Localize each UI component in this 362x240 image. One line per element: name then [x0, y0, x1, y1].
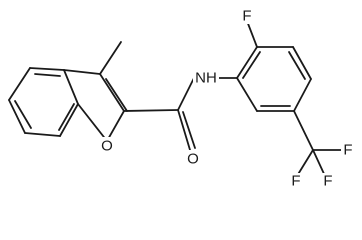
- cf3-fluorine-label: F: [343, 142, 352, 159]
- atom-label-cf3-fluorine-3: F: [321, 173, 335, 190]
- atom-label-cf3-fluorine-2: F: [289, 173, 303, 190]
- benzofuran-benzene-ring: [8, 67, 79, 137]
- fluorine-label: F: [242, 8, 251, 25]
- cf3-fluorine-label: F: [291, 173, 300, 190]
- amide-group: [123, 77, 238, 151]
- carbonyl-oxygen-label: O: [187, 151, 199, 168]
- molecule-structure: F NH O O F F F: [8, 7, 355, 190]
- phenyl-ring: [236, 46, 312, 112]
- furan-oxygen-label: O: [101, 138, 113, 155]
- methyl-bond: [99, 41, 122, 75]
- atom-label-furan-oxygen: O: [99, 137, 115, 155]
- cf3-fluorine-label: F: [323, 173, 332, 190]
- nh-label: NH: [195, 70, 217, 87]
- c-f-bond: [246, 20, 258, 48]
- atom-label-carbonyl-oxygen: O: [185, 150, 201, 168]
- furan-ring: [63, 69, 128, 142]
- trifluoromethyl-group: [296, 149, 345, 177]
- atom-label-amide-nitrogen: NH: [193, 70, 219, 87]
- atom-label-cf3-fluorine-1: F: [341, 142, 355, 159]
- atom-label-fluorine-top: F: [240, 8, 254, 25]
- c-cf3-bond: [293, 110, 314, 151]
